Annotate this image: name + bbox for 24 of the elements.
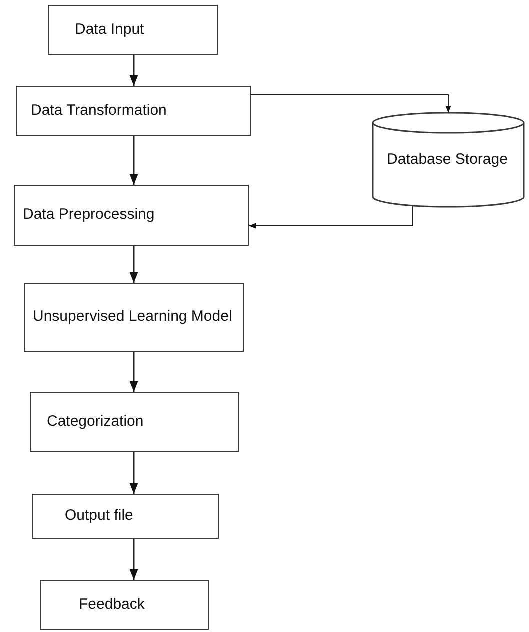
node-label: Data Input (74, 20, 146, 40)
process-box (24, 283, 244, 352)
arrow (130, 539, 138, 580)
node-label: Database Storage (386, 151, 509, 170)
node-label: Unsupervised Learning Model (32, 308, 234, 327)
arrow (130, 352, 138, 392)
arrow (130, 246, 138, 283)
database-cylinder (372, 113, 525, 207)
process-box (30, 392, 239, 452)
arrow (248, 205, 414, 229)
arrow (130, 55, 138, 86)
process-box (14, 185, 249, 246)
node-label: Output file (64, 507, 134, 526)
node-label: Data Preprocessing (22, 206, 156, 225)
process-box (16, 86, 251, 136)
node-label: Feedback (78, 596, 146, 614)
arrow (250, 94, 452, 114)
process-box (32, 494, 219, 539)
arrow (130, 136, 138, 185)
process-box (40, 580, 209, 630)
process-box (48, 5, 218, 55)
node-label: Data Transformation (30, 102, 168, 120)
node-label: Categorization (46, 412, 145, 432)
arrow (130, 452, 138, 494)
